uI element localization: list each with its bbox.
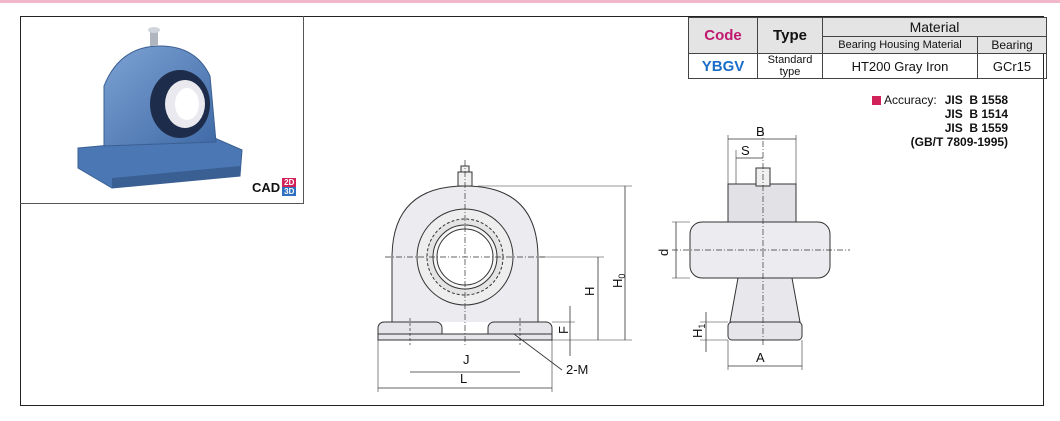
spec-table: Code Type Material Bearing Housing Mater… [688,17,1047,79]
content-frame [20,16,1044,406]
cad-2d-badge[interactable]: 2D [282,178,297,187]
bearing-value: GCr15 [977,53,1047,79]
type-value: Standard type [757,53,823,79]
housing-material-header: Bearing Housing Material [822,36,978,54]
bearing-header: Bearing [977,36,1047,54]
accuracy-block: Accuracy: JIS B 1558 JIS B 1514 JIS B 15… [872,93,1008,149]
code-header: Code [688,17,758,54]
type-header: Type [757,17,823,54]
dim-label-b: B [756,124,765,139]
top-accent-bar [0,0,1060,3]
accuracy-standard: (GB/T 7809-1995) [910,135,1009,149]
front-view [377,160,632,392]
dim-label-h: H [582,287,597,296]
side-view [672,130,850,370]
dim-label-m: 2-M [566,362,588,377]
cad-3d-badge[interactable]: 3D [282,187,297,196]
accuracy-marker-icon [872,95,881,105]
accuracy-standard: JIS B 1514 [944,107,1009,121]
dim-label-l: L [460,371,467,386]
dim-label-h0: H0 [610,274,627,288]
dim-label-d: d [656,249,671,256]
cad-label: CAD [252,179,281,195]
material-header: Material [822,17,1047,37]
accuracy-label: Accuracy: [884,93,937,107]
accuracy-standard: JIS B 1559 [944,121,1009,135]
code-value: YBGV [688,53,758,79]
accuracy-standard: JIS B 1558 [944,93,1009,107]
cad-badge[interactable]: CAD 2D 3D [252,178,297,196]
dim-label-f: F [556,326,571,334]
housing-material-value: HT200 Gray Iron [822,53,978,79]
pillow-block-photo [77,27,243,189]
dim-label-s: S [741,143,750,158]
dim-label-j: J [463,352,470,367]
dim-label-h1: H1 [690,324,707,338]
dim-label-a: A [756,350,765,365]
product-photo-panel: CAD 2D 3D [20,16,304,204]
